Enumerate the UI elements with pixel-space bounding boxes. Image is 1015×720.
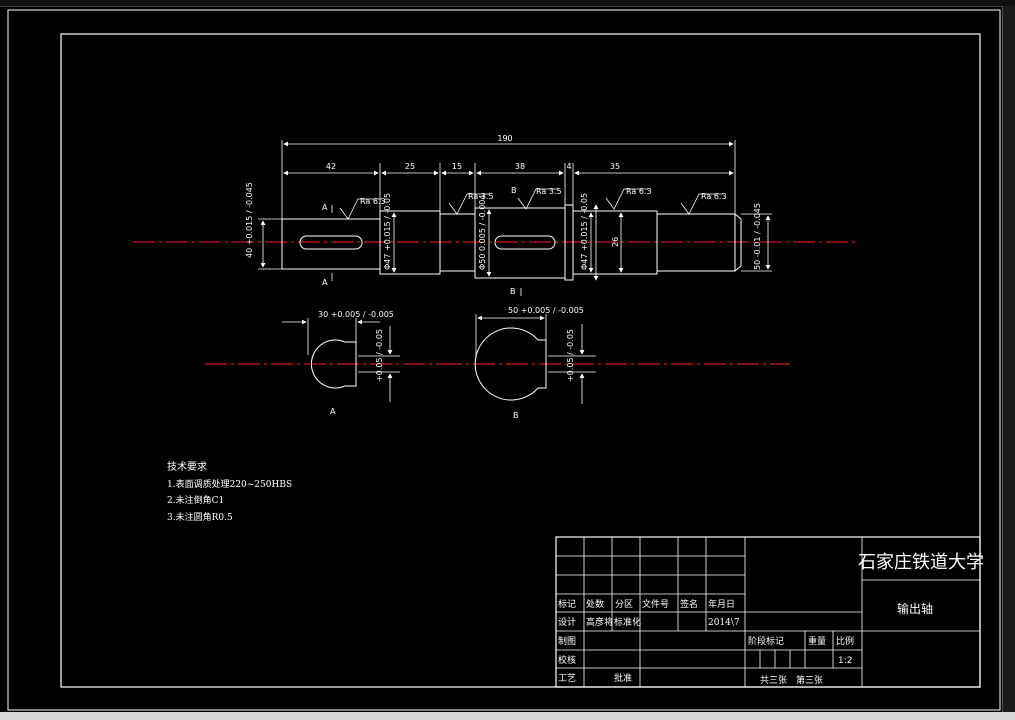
title-block [555, 536, 981, 688]
tb-header-doc: 文件号 [642, 598, 669, 610]
tb-process-label: 工艺 [558, 673, 576, 684]
section-a-caption: A [330, 407, 336, 416]
tb-header-date: 年月日 [708, 598, 735, 610]
tb-scale-value: 1:2 [838, 656, 852, 666]
notes-title: 技术要求 [167, 460, 207, 473]
tb-drawing-label: 制图 [558, 635, 576, 647]
title-block-text: 石家庄铁道大学 输出轴 标记 处数 分区 文件号 签名 年月日 设计 高彦将 标… [558, 552, 984, 686]
roughness-symbol-1 [339, 198, 382, 220]
part-name: 输出轴 [897, 601, 933, 616]
outer-border [7, 9, 1001, 711]
diameter-2: Φ47 +0.015 / -0.05 [383, 193, 392, 270]
diameter-1: 40 +0.015 / -0.045 [245, 182, 254, 258]
section-label-b-bottom: B [510, 287, 516, 296]
tb-date: 2014\7 [708, 618, 740, 628]
tb-header-sign: 签名 [680, 598, 698, 610]
section-view-b: 50 +0.005 / -0.005 +0.05 / -0.05 B [440, 306, 790, 420]
keyway-b [494, 235, 556, 250]
roughness-5: Ra 6.3 [701, 192, 727, 201]
section-view-a: 30 +0.005 / -0.005 +0.05 / -0.05 A [205, 310, 455, 416]
tb-header-mark: 标记 [558, 598, 576, 610]
tb-check-label: 校核 [558, 654, 576, 666]
school-name: 石家庄铁道大学 [858, 552, 984, 573]
keyway-a-depth: +0.05 / -0.05 [375, 329, 384, 382]
tb-header-count: 处数 [586, 598, 604, 610]
shaft-main-view: 190 42 25 15 38 4 35 Ra [133, 134, 858, 296]
roughness-1: Ra 6.3 [360, 197, 386, 206]
tb-stage-label: 阶段标记 [748, 635, 784, 647]
tb-sheets-total: 共三张 [760, 675, 787, 686]
viewport-bottom-edge [0, 712, 1015, 720]
tb-scale-label: 比例 [836, 635, 854, 647]
seg-dim-6: 35 [610, 162, 620, 171]
tb-standardize-label: 标准化 [614, 616, 641, 628]
shaft-segment-4 [474, 207, 566, 279]
note-2: 2.未注倒角C1 [167, 494, 224, 506]
drawing-frame [60, 33, 981, 688]
tb-approve-label: 批准 [614, 672, 632, 684]
diameter-5: 50 -0.01 / -0.045 [753, 203, 762, 270]
section-label-b-top: B [511, 186, 517, 195]
seg-dim-3: 15 [452, 162, 462, 171]
keyway-b-width: 50 +0.005 / -0.005 [508, 306, 584, 315]
shaft-segment-7 [656, 213, 736, 272]
note-1: 1.表面调质处理220~250HBS [167, 478, 292, 490]
keyway-b-depth: +0.05 / -0.05 [566, 329, 575, 382]
diameter-4: Φ47 +0.015 / -0.05 [580, 193, 589, 270]
tb-designer: 高彦将 [586, 616, 613, 628]
tb-sheet-no: 第三张 [796, 674, 823, 686]
roughness-symbol-5 [680, 193, 723, 215]
shoulder-dim: 26 [611, 237, 620, 247]
tb-weight-label: 重量 [808, 635, 826, 647]
roughness-symbol-2 [448, 193, 490, 215]
seg-dim-2: 25 [405, 162, 415, 171]
viewport-scrollbar[interactable] [1002, 6, 1015, 712]
roughness-symbol-3 [517, 188, 558, 210]
keyway-a-width: 30 +0.005 / -0.005 [318, 310, 394, 319]
seg-dim-4: 38 [515, 162, 525, 171]
note-3: 3.未注圆角R0.5 [167, 511, 233, 523]
section-label-a-top: A [322, 203, 328, 212]
section-b-caption: B [513, 411, 519, 420]
overall-length-dim: 190 [497, 134, 512, 143]
roughness-3: Ra 3.5 [536, 187, 562, 196]
viewport-top-edge [0, 0, 1015, 7]
seg-dim-1: 42 [326, 162, 336, 171]
technical-notes: 技术要求 1.表面调质处理220~250HBS 2.未注倒角C1 3.未注圆角R… [167, 460, 292, 523]
roughness-symbol-4 [605, 188, 648, 210]
seg-dim-5: 4 [566, 162, 571, 171]
shaft-segment-1 [281, 218, 381, 270]
roughness-2: Ra 3.5 [468, 192, 494, 201]
keyway-a [299, 235, 363, 250]
diameter-3: Φ50 0.005 / -0.004 [478, 195, 487, 271]
tb-header-zone: 分区 [615, 599, 633, 610]
tb-design-label: 设计 [558, 616, 576, 628]
roughness-4: Ra 6.3 [626, 187, 652, 196]
section-label-a-bottom: A [322, 278, 328, 287]
